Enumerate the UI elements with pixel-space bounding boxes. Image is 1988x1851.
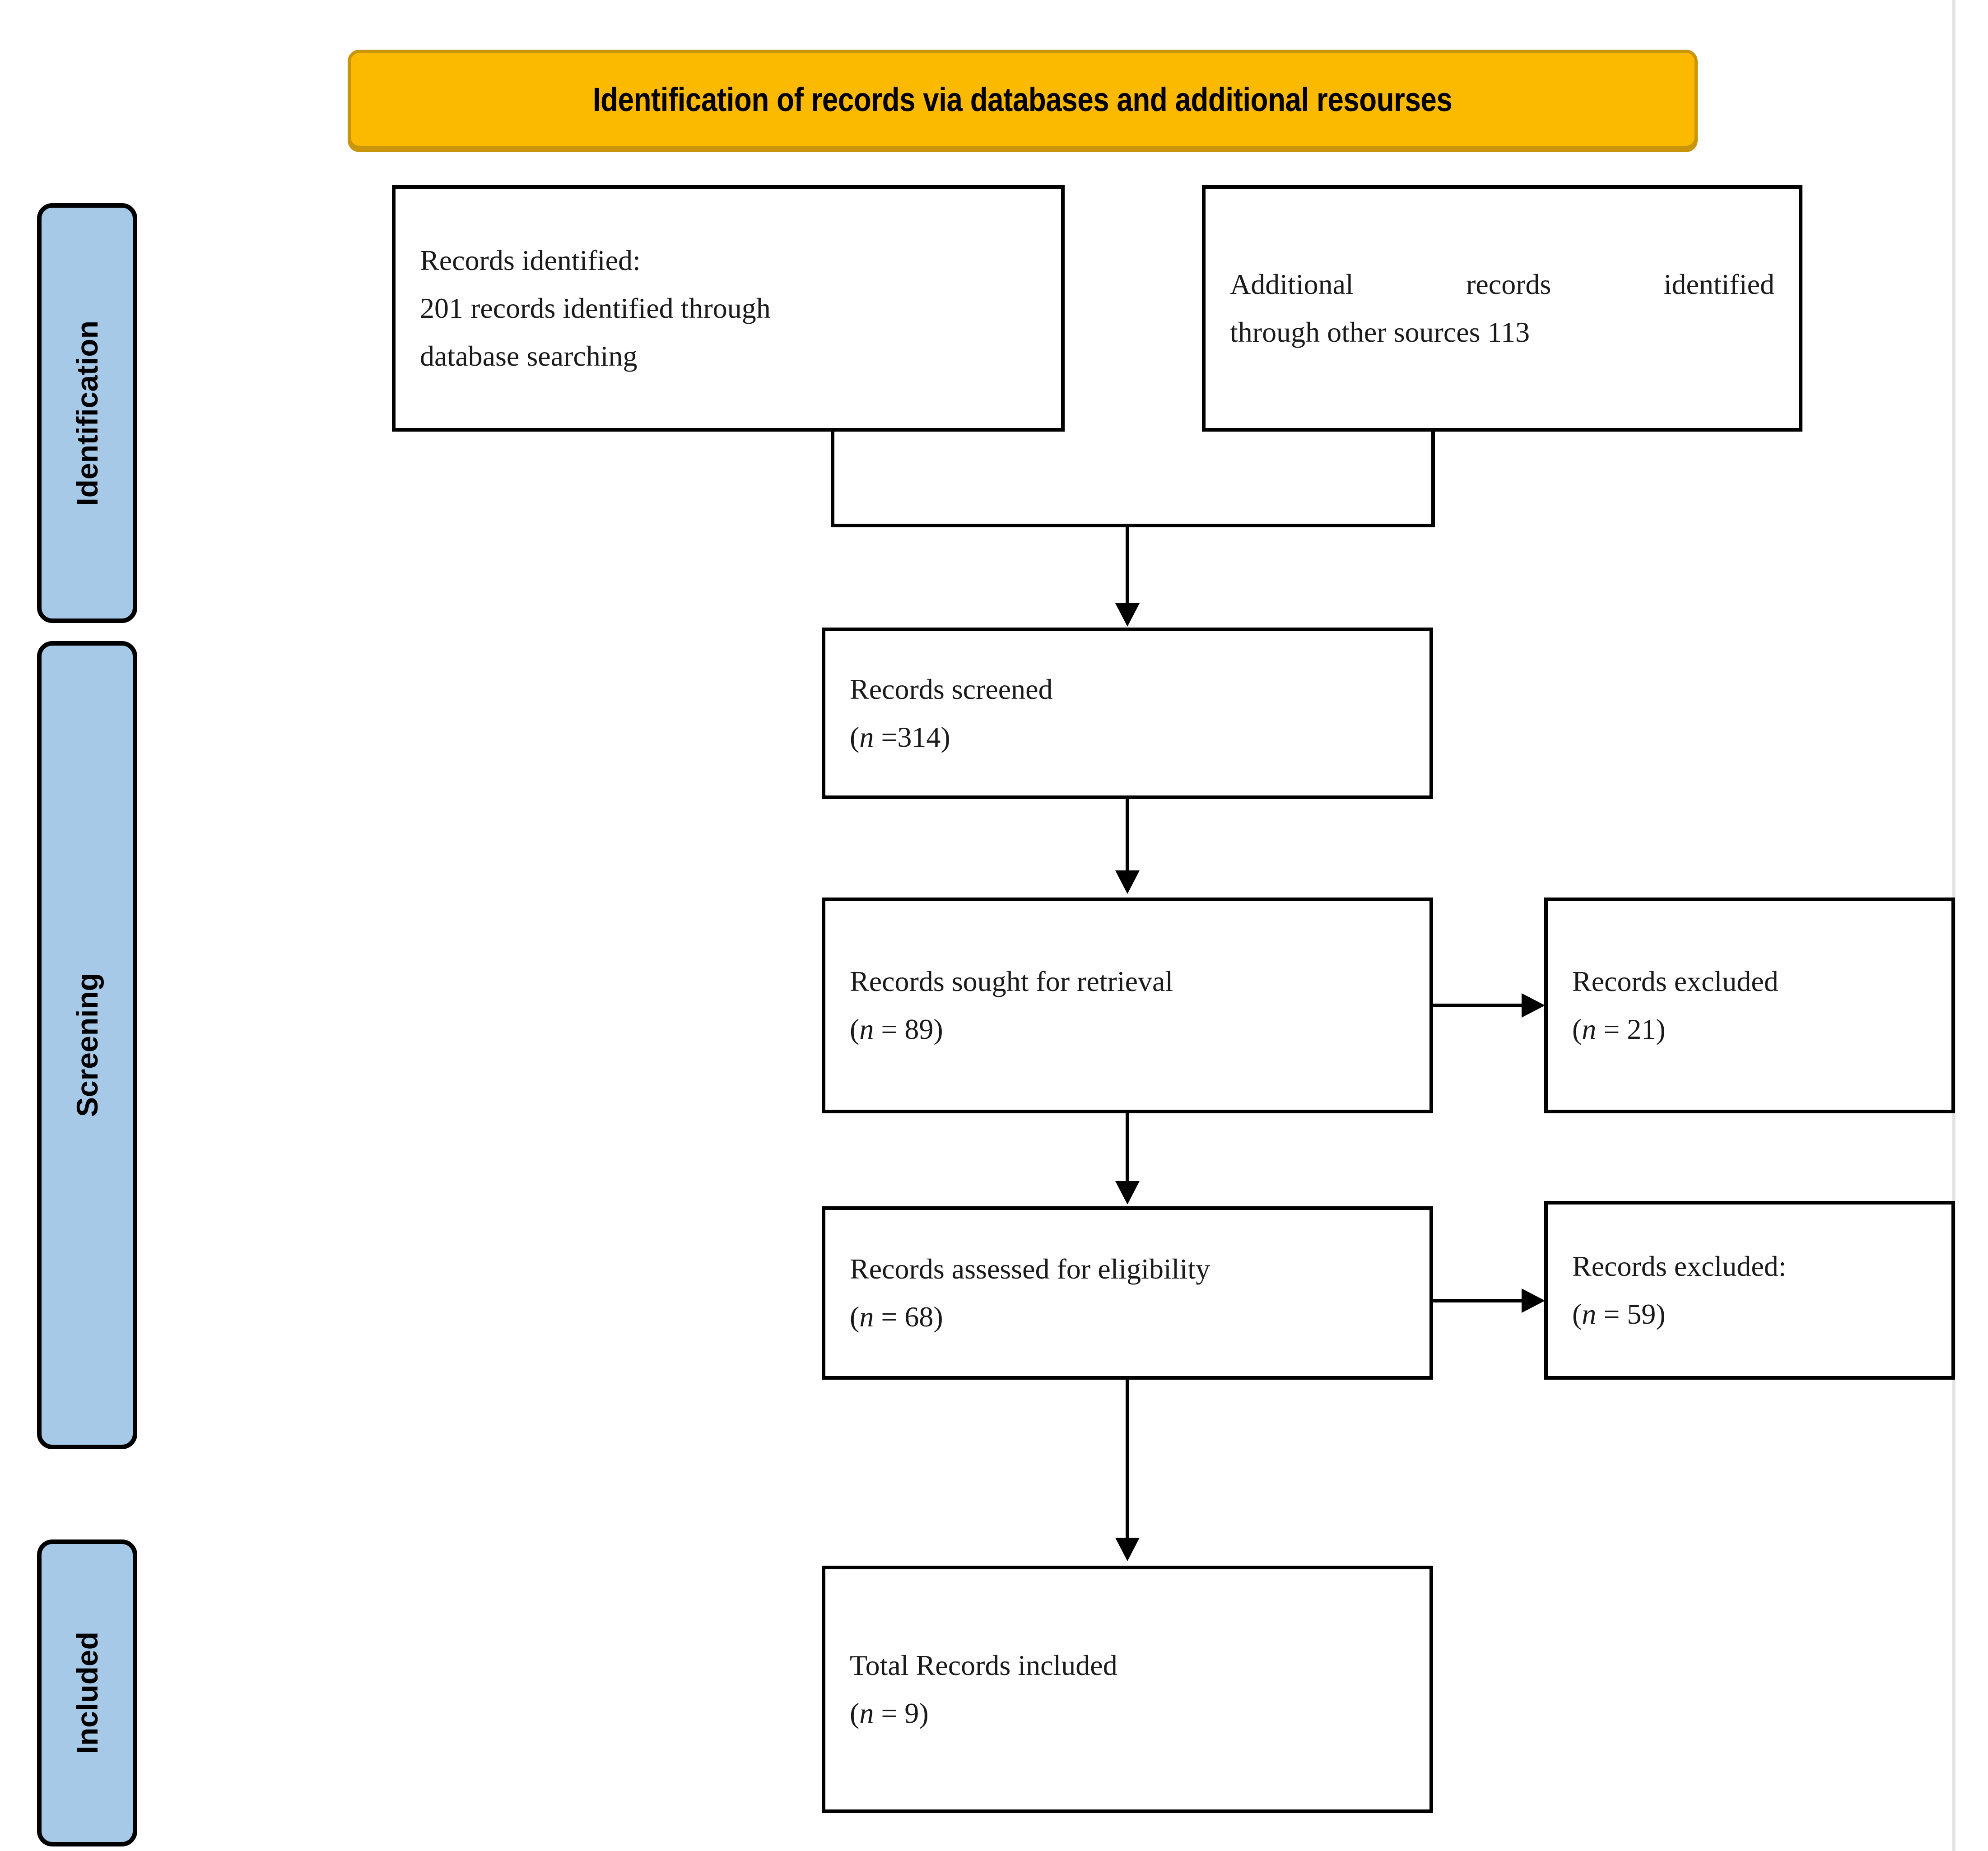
total-records-included-label: Total Records included <box>850 1649 1117 1681</box>
paren-open: ( <box>850 1301 860 1333</box>
identification-header-banner: Identification of records via databases … <box>348 50 1698 149</box>
paren-open: ( <box>850 1013 860 1045</box>
paren-open: ( <box>850 721 860 753</box>
box-records-identified: Records identified: 201 records identifi… <box>392 185 1065 432</box>
arrow-to-records-excluded-1 <box>1522 993 1545 1018</box>
records-identified-line-2: 201 records identified through <box>420 292 771 324</box>
records-screened-count: (n =314) <box>850 723 1405 752</box>
records-sought-label: Records sought for retrieval <box>850 965 1173 997</box>
connector-sought-to-assessed <box>1126 1113 1129 1182</box>
paren-open: ( <box>1572 1013 1582 1045</box>
n-value: = 68) <box>874 1301 943 1333</box>
total-records-included-count: (n = 9) <box>850 1699 1405 1728</box>
paren-open: ( <box>1572 1298 1582 1330</box>
box-records-assessed-for-eligibility: Records assessed for eligibility (n = 68… <box>822 1206 1433 1380</box>
arrow-to-total-records-included <box>1115 1538 1140 1561</box>
n-value: = 59) <box>1596 1298 1666 1330</box>
connector-merge-stem <box>1126 524 1129 605</box>
n-symbol: n <box>859 1697 874 1729</box>
box-additional-records: Additional records identified through ot… <box>1202 185 1802 432</box>
records-excluded-1-label: Records excluded <box>1572 965 1778 997</box>
records-identified-line-3: database searching <box>420 340 638 372</box>
stage-label-included: Included <box>70 1632 104 1754</box>
connector-sought-to-excluded <box>1433 1004 1523 1007</box>
n-symbol: n <box>1582 1013 1597 1045</box>
arrow-to-records-excluded-2 <box>1522 1288 1545 1313</box>
connector-assessed-to-included <box>1126 1380 1129 1539</box>
arrow-to-records-sought <box>1115 870 1140 894</box>
records-sought-count: (n = 89) <box>850 1015 1405 1044</box>
stage-pill-included: Included <box>37 1539 137 1846</box>
connector-drop-right <box>1431 432 1435 527</box>
stage-label-screening: Screening <box>70 973 104 1117</box>
n-symbol: n <box>859 1301 874 1333</box>
stage-label-identification: Identification <box>70 320 104 506</box>
stage-pill-screening: Screening <box>37 641 137 1449</box>
n-value: = 21) <box>1596 1013 1666 1045</box>
box-total-records-included: Total Records included (n = 9) <box>822 1566 1433 1813</box>
records-excluded-2-label: Records excluded: <box>1572 1250 1787 1282</box>
n-symbol: n <box>859 721 874 753</box>
additional-records-line-2: through other sources 113 <box>1230 316 1530 348</box>
header-title: Identification of records via databases … <box>593 80 1453 118</box>
records-assessed-label: Records assessed for eligibility <box>850 1253 1210 1285</box>
records-identified-line-1: Records identified: <box>420 244 641 276</box>
connector-drop-left <box>831 432 834 527</box>
box-records-excluded-screening: Records excluded (n = 21) <box>1544 898 1955 1113</box>
n-value: = 89) <box>874 1013 943 1045</box>
records-screened-label: Records screened <box>850 673 1053 705</box>
box-records-excluded-eligibility: Records excluded: (n = 59) <box>1544 1201 1955 1380</box>
n-value: =314) <box>874 721 950 753</box>
arrow-to-records-screened <box>1115 603 1140 627</box>
box-records-sought-for-retrieval: Records sought for retrieval (n = 89) <box>822 898 1433 1113</box>
connector-screened-to-sought <box>1126 799 1129 871</box>
arrow-to-records-assessed <box>1115 1181 1140 1205</box>
stage-pill-identification: Identification <box>37 203 137 623</box>
connector-join-bar <box>831 524 1435 527</box>
connector-assessed-to-excluded <box>1433 1299 1523 1302</box>
box-records-screened: Records screened (n =314) <box>822 628 1433 799</box>
records-excluded-1-count: (n = 21) <box>1572 1015 1927 1044</box>
records-excluded-2-count: (n = 59) <box>1572 1300 1927 1329</box>
records-assessed-count: (n = 68) <box>850 1302 1405 1331</box>
additional-records-line-1: Additional records identified <box>1230 268 1774 300</box>
n-value: = 9) <box>874 1697 929 1729</box>
paren-open: ( <box>850 1697 860 1729</box>
n-symbol: n <box>1582 1298 1597 1330</box>
n-symbol: n <box>859 1013 874 1045</box>
